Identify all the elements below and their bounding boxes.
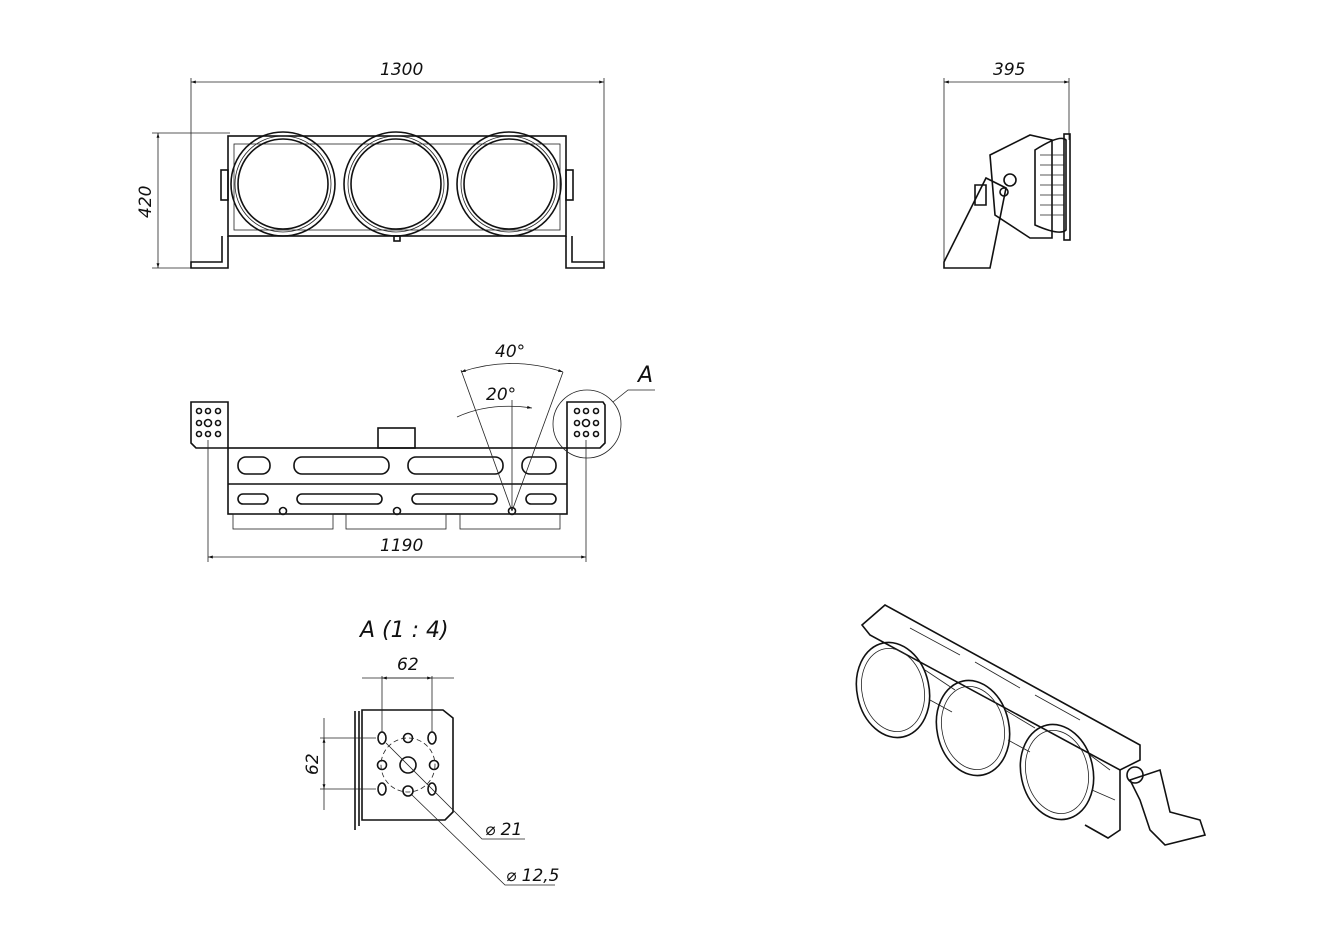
side-view: 395 [943,60,1071,269]
center-hole-dia-label: ⌀ 21 [485,820,522,840]
detail-plate [361,709,454,821]
height-dimension-label: 420 [136,186,156,218]
isometric-view [855,604,1207,846]
mount-bracket [943,176,1007,269]
side-housing [989,134,1053,239]
housing-frame [227,135,567,237]
small-hole-dia-label: ⌀ 12,5 [506,866,560,886]
angle-40-label: 40° [495,342,525,362]
lamp-heads [230,131,562,237]
h-spacing-label: 62 [397,655,419,675]
plan-view: A 40° 20° 1190 [190,342,655,562]
plan-housing [227,447,568,515]
angle-20-label: 20° [486,385,516,405]
detail-a-circle [552,389,622,459]
left-leg [190,236,229,269]
span-dimension-label: 1190 [380,536,423,556]
iso-mount-plate [1128,768,1207,846]
detail-title: A (1 : 4) [358,618,449,643]
depth-dimension-label: 395 [993,60,1025,80]
iso-bar [860,604,1141,771]
left-mount-plate [190,401,229,449]
v-spacing-label: 62 [303,753,323,775]
width-dimension-label: 1300 [380,60,423,80]
detail-marker-label: A [636,363,653,388]
right-leg [565,236,605,269]
iso-lamp-heads [855,641,1095,821]
front-view: 1300 420 [136,60,605,269]
detail-a-view: A (1 : 4) 62 62 ⌀ 21 ⌀ 12,5 [303,618,560,886]
